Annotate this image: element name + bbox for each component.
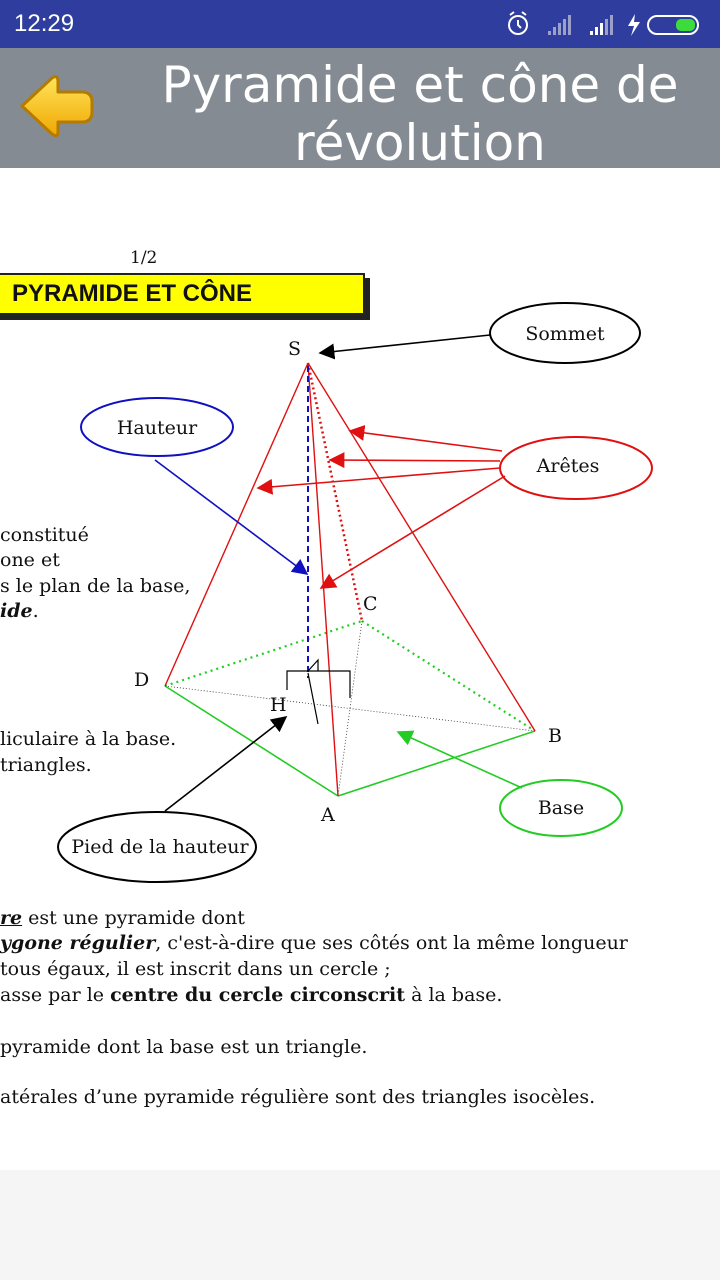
left-text-line-6: triangles. bbox=[0, 754, 92, 776]
pyramid-base bbox=[164, 619, 536, 797]
aretes-arrows bbox=[256, 424, 506, 589]
page-title: Pyramide et cône de révolution bbox=[161, 56, 679, 172]
body-line-5: pyramide dont la base est un triangle. bbox=[0, 1036, 368, 1058]
hauteur-callout bbox=[80, 397, 234, 457]
right-angle-marks bbox=[286, 658, 351, 725]
left-text-line-3: s le plan de la base, bbox=[0, 575, 191, 597]
label-d: D bbox=[134, 669, 149, 691]
document-page: S A B C D H Sommet Hauteur Arêtes Base P… bbox=[0, 168, 720, 1170]
status-bar: 12:29 bbox=[0, 0, 720, 48]
aretes-label: Arêtes bbox=[536, 455, 600, 477]
left-text-line-1: constitué bbox=[0, 524, 89, 546]
body-line-1: re est une pyramide dont bbox=[0, 907, 245, 929]
page-number: 1/2 bbox=[130, 248, 158, 268]
body-line-6: atérales d’une pyramide régulière sont d… bbox=[0, 1086, 596, 1108]
pied-hauteur-arrow bbox=[164, 716, 288, 812]
base-callout bbox=[499, 779, 623, 837]
base-arrow bbox=[396, 730, 523, 789]
label-h: H bbox=[270, 694, 287, 716]
label-a: A bbox=[320, 804, 335, 826]
section-heading: PYRAMIDE ET CÔNE bbox=[12, 280, 253, 307]
alarm-icon bbox=[508, 11, 528, 35]
left-text-line-2: one et bbox=[0, 549, 60, 571]
body-line-4: asse par le centre du cercle circonscrit… bbox=[0, 984, 503, 1006]
hauteur-label: Hauteur bbox=[117, 417, 198, 439]
pyramid-diagram: S A B C D H Sommet Hauteur Arêtes Base P… bbox=[0, 273, 653, 883]
signal-icon-1 bbox=[548, 15, 571, 35]
back-arrow-icon[interactable] bbox=[16, 72, 96, 140]
left-text-line-5: liculaire à la base. bbox=[0, 728, 177, 750]
label-s: S bbox=[288, 338, 301, 360]
body-line-3: tous égaux, il est inscrit dans un cercl… bbox=[0, 958, 391, 980]
signal-icon-2 bbox=[590, 15, 613, 35]
sommet-callout bbox=[489, 302, 641, 364]
left-text-line-4: ide. bbox=[0, 600, 39, 622]
label-c: C bbox=[363, 593, 378, 615]
hauteur-arrow bbox=[154, 459, 309, 575]
battery-icon bbox=[647, 15, 699, 35]
pied-hauteur-label: Pied de la hauteur bbox=[71, 836, 249, 858]
label-b: B bbox=[548, 725, 562, 747]
charging-icon bbox=[628, 14, 640, 36]
sommet-arrow bbox=[318, 334, 491, 360]
pied-hauteur-callout bbox=[57, 811, 257, 883]
body-line-2: ygone régulier, c'est-à-dire que ses côt… bbox=[0, 932, 628, 954]
sommet-label: Sommet bbox=[525, 323, 605, 345]
heading-box bbox=[0, 273, 365, 315]
status-icons bbox=[508, 11, 699, 36]
base-label: Base bbox=[538, 797, 584, 819]
app-bar: Pyramide et cône de révolution bbox=[0, 48, 720, 172]
clock: 12:29 bbox=[14, 10, 75, 37]
